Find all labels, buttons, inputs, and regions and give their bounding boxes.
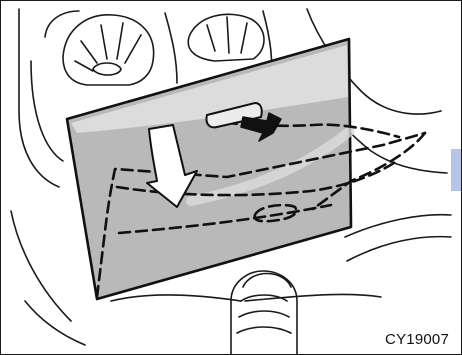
left-vent-knob — [93, 63, 121, 75]
figure-code: CY19007 — [385, 331, 449, 348]
accent-tab — [451, 149, 462, 191]
glovebox-lid — [67, 39, 351, 299]
right-vent-slats — [207, 17, 247, 53]
shift-boot — [231, 271, 297, 355]
right-console-sweep — [345, 215, 451, 261]
right-air-vent — [188, 14, 264, 61]
shift-knob-cap — [243, 274, 291, 288]
left-dash-contour — [19, 9, 63, 187]
left-lower-cluster — [11, 211, 85, 345]
